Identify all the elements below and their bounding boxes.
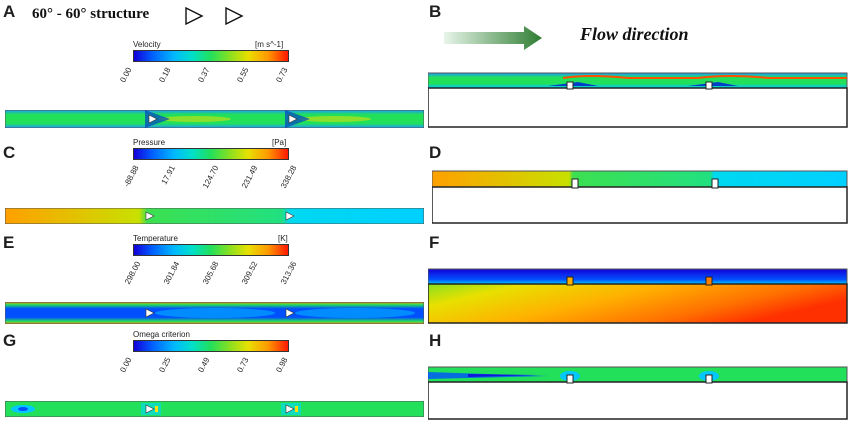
colorbar-tick: 298.00: [122, 260, 143, 286]
colorbar-tick: 309.52: [239, 260, 260, 286]
velocity-colorbar-unit: [m s^-1]: [255, 40, 284, 49]
flow-arrow-icon: [444, 26, 542, 50]
colorbar-tick: 124.70: [200, 164, 221, 190]
temperature-contour-channel: [5, 302, 424, 324]
velocity-contour-channel: [5, 110, 424, 128]
triangle-icon: [185, 6, 204, 26]
panel-label-b: B: [429, 2, 442, 21]
omega-colorbar: [133, 340, 289, 352]
panel-label-h: H: [429, 331, 442, 350]
omega-colorbar-title: Omega criterion: [133, 330, 190, 339]
temperature-colorbar-unit: [K]: [278, 234, 288, 243]
colorbar-tick: 0.73: [235, 356, 251, 374]
colorbar-tick: 0.73: [274, 66, 290, 84]
colorbar-tick: 305.68: [200, 260, 221, 286]
omega-side-view: [428, 366, 848, 420]
flow-direction-label: Flow direction: [580, 24, 689, 44]
pressure-colorbar-unit: [Pa]: [272, 138, 287, 147]
colorbar-tick: 0.00: [118, 356, 134, 374]
panel-label-f: F: [429, 233, 440, 252]
omega-contour-channel: [5, 401, 424, 417]
pressure-colorbar: [133, 148, 289, 160]
colorbar-tick: 0.49: [196, 356, 212, 374]
panel-label-e: E: [3, 233, 15, 252]
colorbar-tick: 0.98: [274, 356, 290, 374]
colorbar-tick: 17.91: [159, 164, 177, 186]
temperature-colorbar: [133, 244, 289, 256]
colorbar-tick: 231.49: [239, 164, 260, 190]
triangle-icon: [225, 6, 244, 26]
panel-label-d: D: [429, 143, 442, 162]
colorbar-tick: 338.28: [278, 164, 299, 190]
colorbar-tick: 0.18: [157, 66, 173, 84]
panel-label-g: G: [3, 331, 17, 350]
colorbar-tick: 0.25: [157, 356, 173, 374]
panel-label-a: A: [3, 2, 16, 21]
velocity-colorbar-title: Velocity: [133, 40, 161, 49]
colorbar-tick: -88.88: [122, 164, 141, 189]
colorbar-tick: 0.55: [235, 66, 251, 84]
pressure-side-view: [432, 170, 848, 224]
velocity-side-view: [428, 72, 848, 128]
colorbar-tick: 0.00: [118, 66, 134, 84]
colorbar-tick: 313.36: [278, 260, 299, 286]
colorbar-tick: 0.37: [196, 66, 212, 84]
panel-label-c: C: [3, 143, 16, 162]
pressure-contour-channel: [5, 208, 424, 224]
pressure-colorbar-title: Pressure: [133, 138, 166, 147]
colorbar-tick: 301.84: [161, 260, 182, 286]
structure-title: 60° - 60° structure: [32, 6, 150, 22]
temperature-colorbar-title: Temperature: [133, 234, 178, 243]
velocity-colorbar: [133, 50, 289, 62]
temperature-side-view: [428, 268, 848, 324]
